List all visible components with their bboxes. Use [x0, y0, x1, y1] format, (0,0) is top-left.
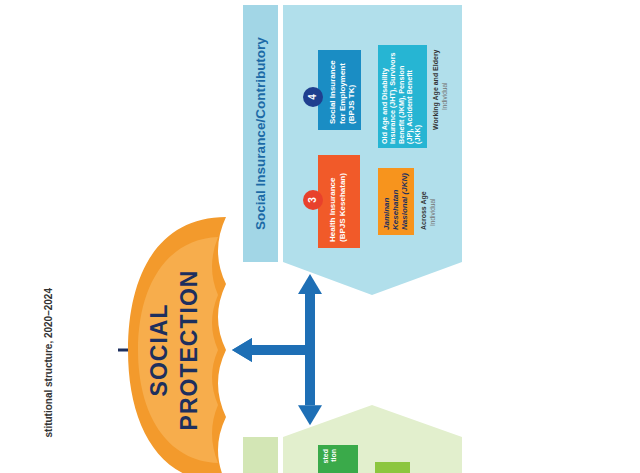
node-text: sted tion — [322, 449, 339, 473]
note-label: Working Age and Eldery — [432, 49, 439, 130]
panel-body — [283, 405, 462, 473]
node-text: Social Insurance/Contributory — [243, 5, 278, 262]
node-text: 4 — [303, 87, 323, 107]
connector-arrow — [252, 294, 310, 350]
panel-header-strip — [243, 437, 278, 473]
callout-number: 4 — [303, 87, 323, 107]
umbrella-canopy — [118, 215, 230, 473]
connector-arrow — [252, 350, 310, 405]
panel: sted tion — [243, 405, 462, 473]
note-label: Across Age — [420, 191, 427, 230]
program-box-partial — [375, 462, 410, 473]
panel-header-strip — [243, 5, 278, 262]
node-text: SOCIAL PROTECTION — [144, 260, 204, 440]
process-box: Health Insurance (BPJS Kesehatan) — [318, 155, 360, 248]
node-text: 3 — [303, 190, 323, 210]
process-box: sted tion — [318, 445, 358, 473]
umbrella-shape: SOCIAL PROTECTION — [118, 215, 230, 473]
node-text: Social Insurance for Employment (BPJS TK… — [328, 56, 357, 124]
node-text: Jaminan Kesehatan Nasional (JKN) — [382, 173, 410, 230]
note-label: Individual — [441, 83, 448, 110]
process-box: Social Insurance for Employment (BPJS TK… — [318, 50, 361, 130]
process-box: Jaminan Kesehatan Nasional (JKN) — [378, 168, 414, 235]
node-text: Health Insurance (BPJS Kesehatan) — [328, 161, 347, 242]
process-box: Old Age and Disability Insurance (JHT), … — [378, 45, 427, 148]
panel-body — [283, 5, 462, 295]
umbrella-canopy-outer — [128, 217, 226, 473]
note-label: Individual — [429, 199, 436, 226]
callout-number: 3 — [303, 190, 323, 210]
panel-shape — [243, 5, 462, 295]
figure-title: stitutional structure, 2020–2024 — [43, 288, 54, 473]
node-text: Old Age and Disability Insurance (JHT), … — [381, 49, 422, 144]
panel: Social Insurance/Contributory 3 Health Ins… — [243, 5, 462, 295]
umbrella-canopy-inner — [138, 237, 218, 463]
